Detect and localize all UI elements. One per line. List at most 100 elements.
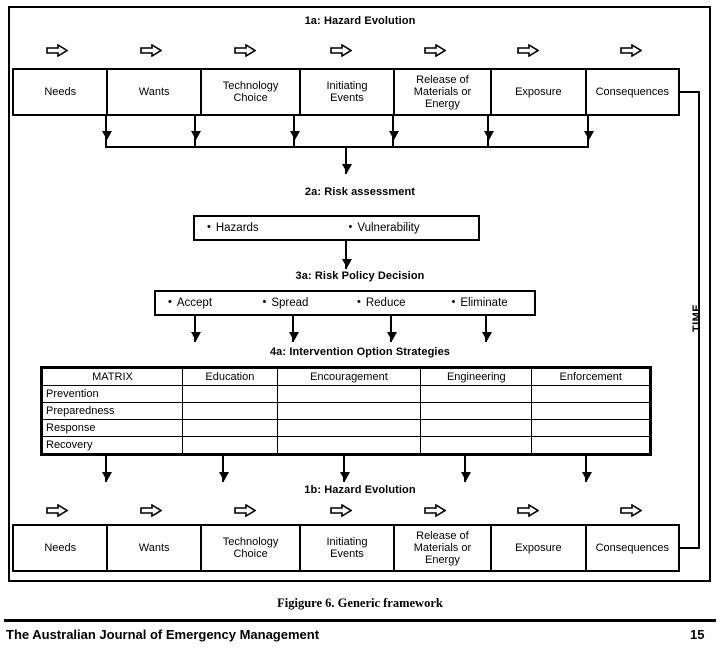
down-arrow-icon [340, 472, 350, 481]
flow-arrow-icon [517, 504, 539, 517]
matrix-cell-2-3[interactable] [531, 419, 650, 437]
risk-assessment-item-label: Hazards [215, 222, 259, 234]
matrix-cell-3-1[interactable] [276, 436, 422, 454]
flow-arrow-icon [140, 504, 162, 517]
risk-policy-item-0: •Accept [156, 297, 251, 309]
flow-arrow-icon [234, 504, 256, 517]
time-axis-line [698, 91, 700, 549]
down-arrow-icon [219, 472, 229, 481]
bullet-dot-icon: • [357, 296, 361, 309]
bullet-dot-icon: • [207, 221, 211, 234]
risk-policy-item-2: •Reduce [345, 297, 440, 309]
hazard-bottom-cell-5: Exposure [492, 526, 587, 570]
down-arrow-icon [289, 332, 299, 341]
matrix-row-label-0: Prevention [42, 385, 183, 403]
footer-divider [4, 619, 716, 622]
connector-consequences-bottom [680, 547, 700, 549]
matrix-cell-0-2[interactable] [420, 385, 533, 403]
down-arrow-icon [191, 332, 201, 341]
matrix-cell-1-2[interactable] [420, 402, 533, 420]
matrix-row: Preparedness [42, 402, 650, 420]
section-title-hazard-top: 1a: Hazard Evolution [304, 15, 416, 27]
figure-caption: Figigure 6. Generic framework [277, 596, 443, 610]
down-arrow-icon [387, 332, 397, 341]
matrix-row-label-3: Recovery [42, 436, 183, 454]
matrix-cell-2-1[interactable] [276, 419, 422, 437]
flow-line-down [390, 316, 392, 342]
down-arrow-icon [461, 472, 471, 481]
footer-journal-title: The Australian Journal of Emergency Mana… [6, 627, 320, 642]
risk-policy-item-1: • Spread [251, 297, 346, 309]
flow-line-down [464, 456, 466, 482]
hazard-bottom-cell-2: Technology Choice [202, 526, 302, 570]
matrix-cell-3-0[interactable] [182, 436, 278, 454]
risk-policy-item-label: Spread [271, 297, 309, 309]
risk-policy-item-label: Eliminate [460, 297, 508, 309]
matrix-cell-1-3[interactable] [531, 402, 650, 420]
flow-arrow-icon [234, 44, 256, 57]
bullet-dot-icon: • [348, 221, 353, 234]
down-arrow-icon [290, 131, 300, 140]
flow-arrow-icon [46, 44, 68, 57]
collector-bar-top [105, 146, 589, 148]
matrix-column-header-0: MATRIX [42, 368, 183, 386]
flow-line-to-risk-assessment [345, 146, 347, 174]
matrix-cell-0-3[interactable] [531, 385, 650, 403]
section-title-risk-assessment: 2a: Risk assessment [304, 186, 416, 198]
risk-assessment-box: • Hazards • Vulnerability [193, 215, 480, 241]
risk-assessment-item-1: • Vulnerability [337, 222, 479, 234]
flow-arrow-icon [424, 504, 446, 517]
down-arrow-icon [191, 131, 201, 140]
down-arrow-icon [342, 164, 352, 173]
matrix-cell-0-0[interactable] [182, 385, 278, 403]
matrix-row-label-1: Preparedness [42, 402, 183, 420]
flow-arrow-icon [424, 44, 446, 57]
down-arrow-icon [342, 259, 352, 268]
matrix-cell-1-0[interactable] [182, 402, 278, 420]
risk-assessment-item-label: Vulnerability [357, 222, 420, 234]
flow-arrow-icon [46, 504, 68, 517]
hazard-bottom-cell-6: Consequences [595, 542, 669, 554]
hazard-bottom-cell-4: Release of Materials or Energy [395, 526, 493, 570]
matrix-cell-0-1[interactable] [276, 385, 422, 403]
hazard-top-cell-1: Wants [108, 70, 202, 114]
section-title-hazard-bottom: 1b: Hazard Evolution [304, 484, 416, 496]
flow-line-down [105, 456, 107, 482]
matrix-row: Recovery [42, 436, 650, 454]
matrix-cell-3-2[interactable] [420, 436, 533, 454]
risk-assessment-item-0: • Hazards [195, 222, 337, 234]
risk-policy-item-3: • Eliminate [440, 297, 535, 309]
matrix-cell-2-0[interactable] [182, 419, 278, 437]
risk-policy-item-label: Accept [176, 297, 213, 309]
matrix-cell-1-1[interactable] [276, 402, 422, 420]
bullet-dot-icon: • [262, 296, 267, 309]
section-title-risk-policy: 3a: Risk Policy Decision [295, 270, 425, 282]
down-arrow-icon [482, 332, 492, 341]
connector-consequences-top [680, 91, 700, 93]
section-title-intervention: 4a: Intervention Option Strategies [269, 346, 451, 358]
down-arrow-icon [484, 131, 494, 140]
flow-arrow-icon [620, 504, 642, 517]
flow-line-to-risk-policy [345, 241, 347, 269]
matrix-row-label-2: Response [42, 419, 183, 437]
matrix-cell-3-3[interactable] [531, 436, 650, 454]
flow-line-down [585, 456, 587, 482]
flow-line-down [292, 316, 294, 342]
flow-arrow-icon [330, 44, 352, 57]
hazard-top-cell-4: Release of Materials or Energy [395, 70, 493, 114]
matrix-column-header-2: Encouragement [276, 368, 422, 386]
hazard-bottom-cell-3: Initiating Events [301, 526, 395, 570]
matrix-column-header-3: Engineering [420, 368, 533, 386]
bullet-dot-icon: • [451, 296, 456, 309]
matrix-cell-2-2[interactable] [420, 419, 533, 437]
hazard-top-cell-0: Needs [14, 70, 109, 114]
flow-line-down [194, 316, 196, 342]
matrix-column-header-1: Education [182, 368, 278, 386]
down-arrow-icon [584, 131, 594, 140]
